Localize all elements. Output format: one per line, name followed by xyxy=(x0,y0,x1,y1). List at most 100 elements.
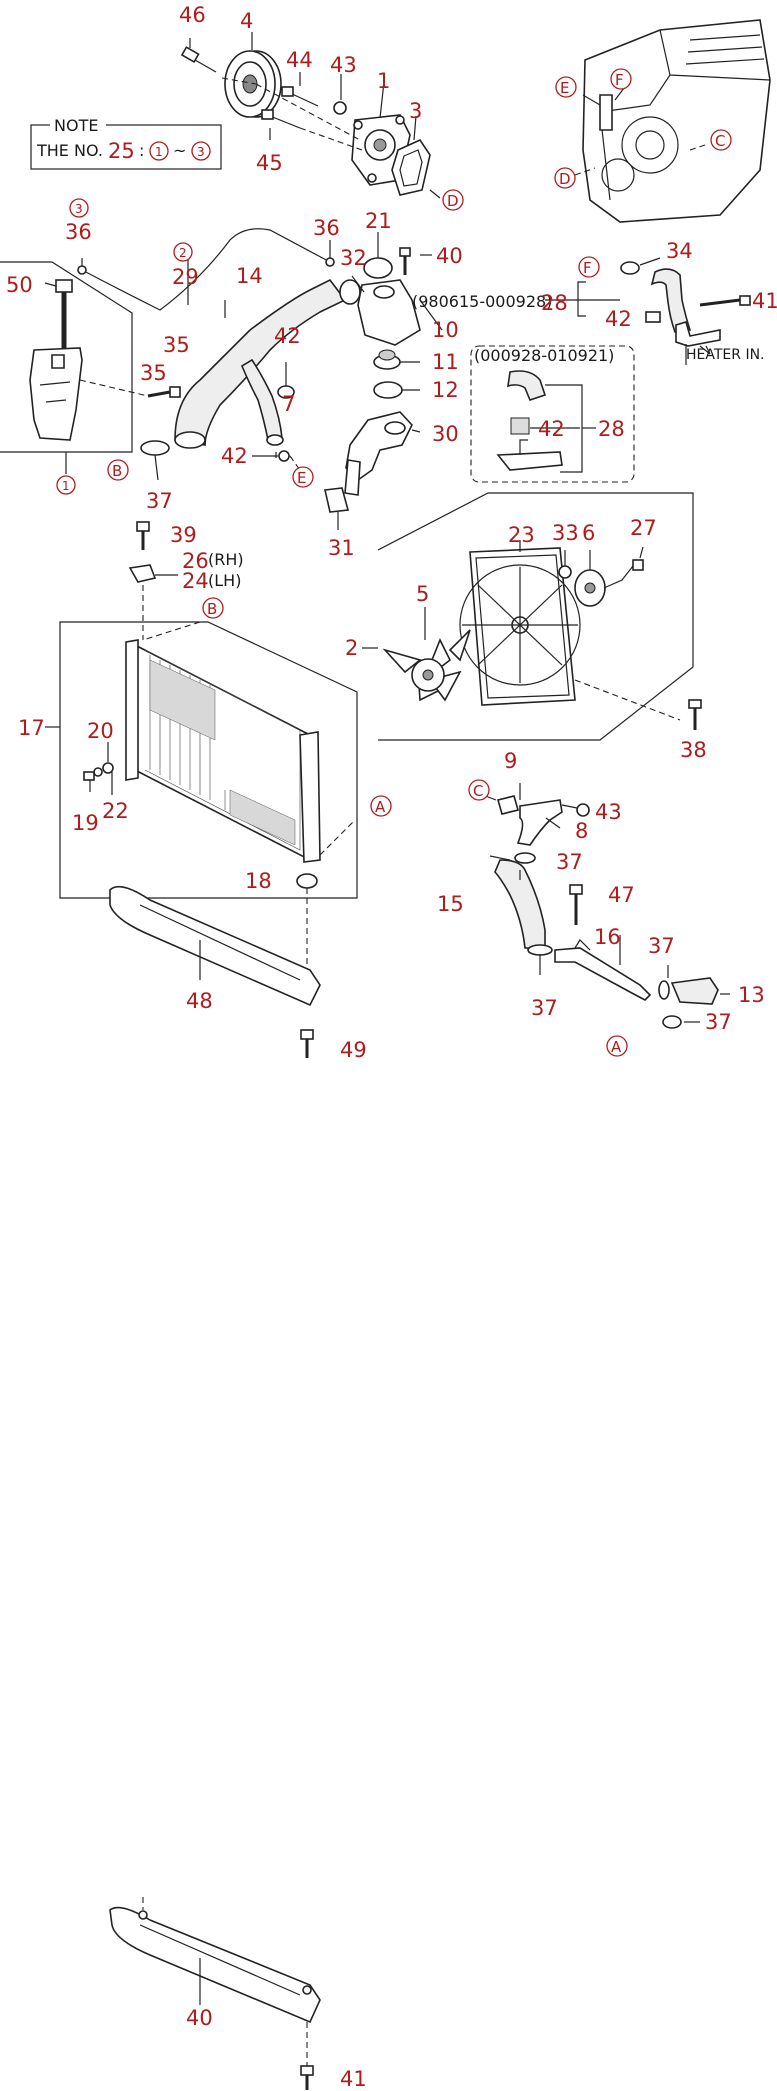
svg-text:35: 35 xyxy=(163,333,190,357)
svg-text:29: 29 xyxy=(172,265,199,289)
svg-text:45: 45 xyxy=(256,151,283,175)
svg-text:42: 42 xyxy=(605,307,632,331)
svg-text:50: 50 xyxy=(6,273,33,297)
svg-text:37: 37 xyxy=(556,850,583,874)
svg-text:36: 36 xyxy=(65,220,92,244)
lower-hose-group xyxy=(469,783,730,1029)
note-box: NOTE THE NO. 25 : 1 ~ 3 xyxy=(30,116,222,170)
svg-text:36: 36 xyxy=(313,216,340,240)
svg-text:40: 40 xyxy=(186,2006,213,2030)
svg-text:C: C xyxy=(473,782,483,800)
svg-text:1: 1 xyxy=(62,479,70,493)
gasket-3 xyxy=(391,138,431,196)
svg-text:22: 22 xyxy=(102,799,129,823)
svg-text:38: 38 xyxy=(680,738,707,762)
svg-text:41: 41 xyxy=(752,289,777,313)
svg-text:13: 13 xyxy=(738,983,765,1007)
svg-text:1: 1 xyxy=(377,69,390,93)
radiator-group xyxy=(45,521,358,1058)
svg-text:5: 5 xyxy=(416,582,429,606)
svg-text:26: 26 xyxy=(182,549,209,573)
note-from: 1 xyxy=(155,145,163,159)
thermostat-housing-group xyxy=(324,232,443,530)
svg-text:24: 24 xyxy=(182,569,209,593)
svg-text:12: 12 xyxy=(432,378,459,402)
svg-text:B: B xyxy=(207,600,217,618)
svg-text:42: 42 xyxy=(538,417,565,441)
svg-text:27: 27 xyxy=(630,516,657,540)
svg-text:30: 30 xyxy=(432,422,459,446)
svg-text:43: 43 xyxy=(330,53,357,77)
svg-text:A: A xyxy=(375,798,386,816)
svg-text:4: 4 xyxy=(240,9,253,33)
svg-text:39: 39 xyxy=(170,523,197,547)
svg-text:28: 28 xyxy=(541,291,568,315)
svg-text:19: 19 xyxy=(72,811,99,835)
svg-text:40: 40 xyxy=(436,244,463,268)
svg-text:E: E xyxy=(560,79,569,97)
svg-text::: : xyxy=(139,141,144,160)
water-pump-1 xyxy=(351,114,411,186)
svg-text:16: 16 xyxy=(594,925,621,949)
svg-text:33: 33 xyxy=(552,521,579,545)
reservoir-group xyxy=(0,228,335,474)
svg-text:6: 6 xyxy=(582,521,595,545)
svg-text:49: 49 xyxy=(340,1038,367,1062)
svg-text:D: D xyxy=(559,170,571,188)
range-label-a: (980615-000928) xyxy=(412,292,552,311)
svg-text:35: 35 xyxy=(140,361,167,385)
svg-text:F: F xyxy=(583,259,592,277)
note-number: 25 xyxy=(108,139,135,163)
svg-text:D: D xyxy=(447,192,459,210)
svg-text:37: 37 xyxy=(531,996,558,1020)
svg-text:9: 9 xyxy=(504,749,517,773)
svg-text:44: 44 xyxy=(286,48,313,72)
bolt-46 xyxy=(180,46,217,73)
heater-in-label: HEATER IN. xyxy=(686,347,765,363)
note-title: NOTE xyxy=(54,116,98,135)
svg-text:15: 15 xyxy=(437,892,464,916)
variant-box xyxy=(470,345,635,483)
svg-text:46: 46 xyxy=(179,3,206,27)
svg-text:F: F xyxy=(615,71,624,89)
svg-text:20: 20 xyxy=(87,719,114,743)
svg-text:3: 3 xyxy=(75,202,83,216)
note-to: 3 xyxy=(197,145,205,159)
svg-text:41: 41 xyxy=(340,2067,367,2091)
svg-text:10: 10 xyxy=(432,318,459,342)
svg-text:3: 3 xyxy=(409,99,422,123)
svg-text:42: 42 xyxy=(221,444,248,468)
svg-text:34: 34 xyxy=(666,239,693,263)
svg-text:B: B xyxy=(112,462,122,480)
svg-text:21: 21 xyxy=(365,209,392,233)
svg-text:C: C xyxy=(715,132,725,150)
svg-text:14: 14 xyxy=(236,264,263,288)
upper-hoses xyxy=(140,278,347,481)
svg-text:48: 48 xyxy=(186,989,213,1013)
svg-text:37: 37 xyxy=(705,1010,732,1034)
svg-text:47: 47 xyxy=(608,883,635,907)
svg-text:8: 8 xyxy=(575,819,588,843)
fan-blade-5 xyxy=(382,629,471,702)
svg-text:37: 37 xyxy=(146,489,173,513)
bottom-support-group xyxy=(109,1897,321,2090)
svg-text:23: 23 xyxy=(508,523,535,547)
svg-text:42: 42 xyxy=(274,324,301,348)
circled-numbers: 3 2 1 xyxy=(56,198,193,495)
rh-label: (RH) xyxy=(208,550,244,569)
heater-hose-group xyxy=(545,257,751,365)
svg-text:18: 18 xyxy=(245,869,272,893)
svg-text:E: E xyxy=(297,469,306,487)
note-prefix: THE NO. xyxy=(36,141,103,160)
svg-text:31: 31 xyxy=(328,536,355,560)
engine-block xyxy=(574,19,771,223)
svg-text:28: 28 xyxy=(598,417,625,441)
svg-text:A: A xyxy=(611,1038,622,1056)
svg-text:32: 32 xyxy=(340,246,367,270)
svg-text:11: 11 xyxy=(432,350,459,374)
svg-text:7: 7 xyxy=(282,392,295,416)
fan-shroud-group xyxy=(362,492,702,741)
callout-numbers: 46 4 44 43 1 3 45 36 36 21 32 40 14 29 5… xyxy=(6,3,777,2091)
water-pump-group xyxy=(180,32,441,199)
